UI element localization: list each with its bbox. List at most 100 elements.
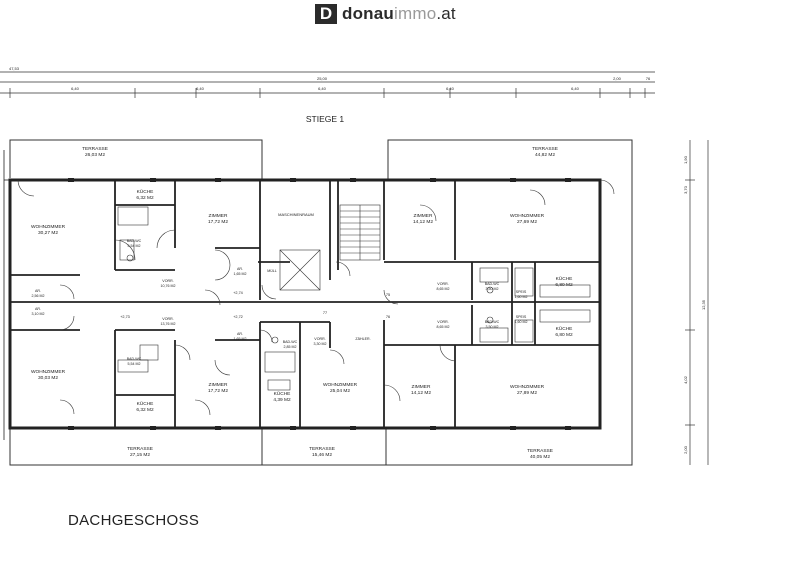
- dim-right-2: 3,70: [683, 185, 688, 194]
- room-kue-br-name: KÜCHE: [556, 325, 573, 332]
- top-dimension-lines: [0, 71, 655, 98]
- logo-part-1: donau: [342, 4, 394, 23]
- room-spei-tr-name: SPEIS: [516, 290, 527, 294]
- room-wz-bl-area: 30,03 M2: [38, 375, 58, 381]
- room-vorr-bl-area: 13,76 M2: [161, 322, 176, 326]
- room-kue-tr-area: 6,80 M2: [555, 282, 573, 288]
- logo-part-2: immo: [394, 4, 437, 23]
- room-bad-ml-area: 2,85 M2: [284, 345, 297, 349]
- logo-text: donauimmo.at: [342, 4, 456, 24]
- room-bad-tl-name: BAD-WC: [127, 239, 142, 243]
- room-bad-tr-name: BAD-WC: [485, 282, 500, 286]
- interior-walls: [10, 180, 600, 428]
- level-markers: +2,74 +2,72 75 76 77 +2,73: [120, 291, 390, 319]
- terrace-top-left-area: 26,03 M2: [85, 152, 105, 158]
- dim-seg-4: 6,40: [446, 86, 455, 91]
- terrace-bottom-left-area: 27,15 M2: [130, 452, 150, 458]
- room-bad-bl-name: BAD-WC: [127, 357, 142, 361]
- room-bad-ml-name: BAD-WC: [283, 340, 298, 344]
- room-vorr-m-name: VORR.: [314, 337, 325, 341]
- level-marker-6: +2,73: [120, 315, 130, 319]
- room-wz-br-area: 27,89 M2: [517, 390, 537, 396]
- fixtures: [117, 206, 591, 391]
- room-vorr-tl-name: VORR.: [162, 279, 173, 283]
- dim-right-4: 4,02: [683, 375, 688, 384]
- room-kue-bm-name: KÜCHE: [274, 390, 291, 397]
- terrace-outlines: [9, 139, 633, 466]
- dim-right-1: 1,90: [683, 155, 688, 164]
- room-ar-bl-name: AR.: [237, 332, 243, 336]
- room-ar-l1-area: 2,56 M2: [32, 294, 45, 298]
- room-wz-tr-area: 27,69 M2: [517, 219, 537, 225]
- room-wz-bl-name: WOHNZIMMER: [31, 369, 66, 375]
- dim-right-3: 12,35: [701, 299, 706, 310]
- room-ar-l2-name: AR.: [35, 307, 41, 311]
- terrace-bottom-mid-area: 15,46 M2: [312, 452, 332, 458]
- room-kue-tr-name: KÜCHE: [556, 275, 573, 282]
- dim-seg-2: 6,40: [196, 86, 205, 91]
- window-markers: [68, 178, 571, 430]
- room-wz-tl-area: 30,27 M2: [38, 230, 58, 236]
- logo-mark: D: [315, 4, 337, 24]
- room-kue-tl-name: KÜCHE: [137, 188, 154, 195]
- terrace-top-right-area: 44,82 M2: [535, 152, 555, 158]
- logo-part-3: .at: [436, 4, 456, 23]
- level-marker-1: +2,74: [233, 291, 243, 295]
- room-spei-tr-area: 1,60 M2: [515, 295, 528, 299]
- room-wz-bm-name: WOHNZIMMER: [323, 382, 358, 388]
- level-marker-4: 76: [386, 315, 390, 319]
- room-ar-tl-name: AR.: [237, 267, 243, 271]
- building-walls: [3, 150, 602, 440]
- dim-total-left: 47,53: [9, 66, 20, 71]
- room-ar-l1-name: AR.: [35, 289, 41, 293]
- room-bad-bl-area: 5,54 M2: [128, 362, 141, 366]
- stairwell: [279, 204, 381, 291]
- level-marker-2: +2,72: [233, 315, 243, 319]
- dim-seg-3: 6,40: [318, 86, 327, 91]
- terrace-top-left-name: TERRASSE: [82, 146, 108, 152]
- room-vorr-br-name: VORR.: [437, 320, 448, 324]
- room-labels: TERRASSE 26,03 M2 TERRASSE 44,82 M2 WOHN…: [31, 146, 573, 460]
- room-zaehler-name: ZÄHLER.: [355, 337, 370, 341]
- terrace-bottom-left-name: TERRASSE: [127, 446, 153, 452]
- right-dimension-lines: [685, 140, 709, 465]
- room-vorr-br-area: 8,65 M2: [437, 325, 450, 329]
- room-wz-bm-area: 25,04 M2: [330, 388, 350, 394]
- level-marker-5: 77: [323, 311, 327, 315]
- room-ar-l2-area: 3,10 M2: [32, 312, 45, 316]
- room-ar-bl-area: 1,65 M2: [234, 337, 247, 341]
- room-kue-bl-name: KÜCHE: [137, 400, 154, 407]
- room-masch-name: MASCHINENRAUM: [278, 212, 314, 217]
- room-bad-tr-area: 3,50 M2: [486, 287, 499, 291]
- level-marker-3: 75: [386, 293, 390, 297]
- room-zim-tl-area: 17,72 M2: [208, 219, 228, 225]
- room-wz-br-name: WOHNZIMMER: [510, 384, 545, 390]
- room-kue-bl-area: 6,32 M2: [136, 407, 154, 413]
- room-vorr-tl-area: 10,76 M2: [161, 284, 176, 288]
- room-bad-br-name: BAD-WC: [485, 320, 500, 324]
- room-zim-br-area: 14,12 M2: [411, 390, 431, 396]
- room-muell-name: MÜLL: [267, 269, 277, 273]
- floor-title: DACHGESCHOSS: [68, 512, 200, 529]
- room-zim-tr-area: 14,12 M2: [413, 219, 433, 225]
- door-swings: [17, 179, 615, 416]
- room-zim-tr-name: ZIMMER: [414, 213, 433, 219]
- room-bad-tl-area: 5,54 M2: [128, 244, 141, 248]
- room-kue-tl-area: 6,32 M2: [136, 195, 154, 201]
- room-vorr-tr-area: 8,65 M2: [437, 287, 450, 291]
- room-kue-br-area: 6,80 M2: [555, 332, 573, 338]
- terrace-bottom-right-area: 40,05 M2: [530, 454, 550, 460]
- terrace-top-right-name: TERRASSE: [532, 146, 558, 152]
- room-spei-br-name: SPEIS: [516, 315, 527, 319]
- room-ar-tl-area: 1,65 M2: [234, 272, 247, 276]
- room-zim-bl-area: 17,72 M2: [208, 388, 228, 394]
- dim-seg-6: 2,00: [613, 76, 622, 81]
- room-spei-br-area: 1,60 M2: [515, 320, 528, 324]
- stair-label: STIEGE 1: [306, 114, 345, 124]
- room-zim-br-name: ZIMMER: [412, 384, 431, 390]
- room-vorr-m-area: 3,30 M2: [314, 342, 327, 346]
- dim-seg-7: 76: [646, 76, 651, 81]
- dim-total-mid: 25,00: [317, 76, 328, 81]
- room-zim-tl-name: ZIMMER: [209, 213, 228, 219]
